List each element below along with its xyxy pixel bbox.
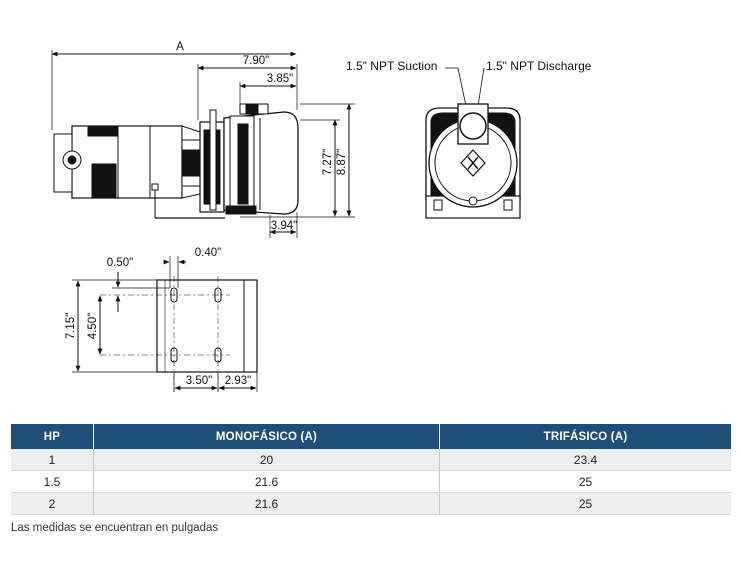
cell-trifasico: 25 — [439, 470, 731, 493]
dim-7-27: 7.27" — [322, 149, 334, 175]
cell-monofasico: 21.6 — [93, 470, 440, 493]
cell-hp: 1 — [11, 449, 94, 471]
dim-3-50: 3.50" — [186, 375, 212, 387]
base-view — [72, 256, 258, 392]
dim-7-15: 7.15" — [65, 313, 77, 339]
table-row: 1.5 21.6 25 — [11, 470, 731, 493]
table-header-row: HP MONOFÁSICO (A) TRIFÁSICO (A) — [11, 424, 731, 449]
dim-3-94: 3.94" — [271, 220, 297, 232]
dim-8-87: 8.87" — [336, 149, 348, 175]
table-row: 2 21.6 25 — [11, 492, 731, 515]
dim-2-93: 2.93" — [225, 375, 251, 387]
dim-3-85: 3.85" — [267, 73, 293, 85]
dim-4-50: 4.50" — [87, 313, 99, 339]
units-note: Las medidas se encuentran en pulgadas — [11, 522, 219, 534]
cell-monofasico: 21.6 — [93, 492, 440, 515]
dim-overall-a: A — [176, 41, 184, 53]
cell-hp: 2 — [11, 492, 94, 515]
dim-7-90: 7.90" — [243, 55, 269, 67]
header-hp: HP — [11, 424, 94, 449]
cell-hp: 1.5 — [11, 470, 94, 493]
cell-trifasico: 25 — [439, 492, 731, 515]
discharge-label: 1.5" NPT Discharge — [486, 59, 592, 73]
front-view — [425, 67, 521, 219]
dim-0-50: 0.50" — [107, 257, 133, 269]
header-trifasico: TRIFÁSICO (A) — [439, 424, 731, 449]
dim-0-40: 0.40" — [195, 247, 221, 259]
table-row: 1 20 23.4 — [11, 449, 731, 471]
header-monofasico: MONOFÁSICO (A) — [93, 424, 440, 449]
pump-dimension-drawing: A 7.90" 3.85" 7.27" 8.87" 3.94" 1.5" NPT… — [51, 41, 592, 392]
suction-label: 1.5" NPT Suction — [346, 59, 437, 73]
side-view — [51, 50, 355, 238]
cell-trifasico: 23.4 — [439, 449, 731, 471]
cell-monofasico: 20 — [93, 449, 440, 471]
amperage-table: HP MONOFÁSICO (A) TRIFÁSICO (A) 1 20 23.… — [11, 424, 731, 515]
